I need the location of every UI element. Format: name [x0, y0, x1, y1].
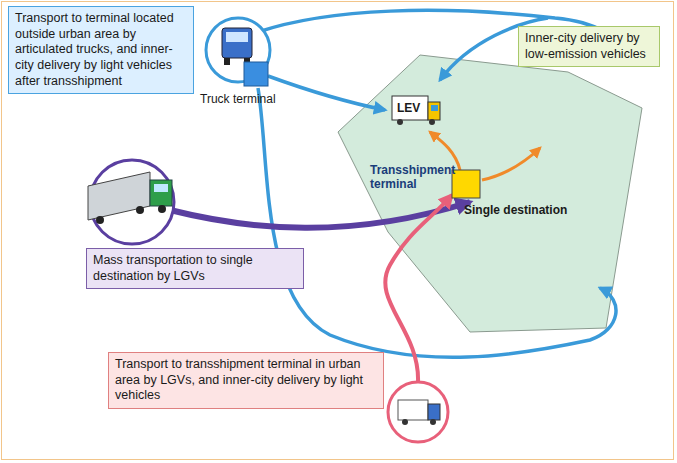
callout-text: Transport to terminal located outside ur… — [15, 11, 187, 89]
map-label: Transshipment terminal — [370, 164, 450, 192]
flow-arrow — [385, 195, 452, 382]
flow-arrow — [258, 88, 616, 357]
truck-icon — [222, 28, 252, 65]
callout-box: Transport to transshipment terminal in u… — [108, 352, 384, 409]
callout-box: Transport to terminal located outside ur… — [8, 6, 194, 94]
urban-area — [338, 55, 642, 332]
callout-circle — [388, 382, 448, 442]
map-label: LEV — [397, 102, 420, 116]
map-label: Truck terminal — [200, 93, 276, 107]
articulated-truck-icon — [88, 172, 172, 224]
callout-text: Transport to transshipment terminal in u… — [115, 357, 377, 404]
flow-arrow — [268, 76, 385, 110]
lev-truck — [392, 96, 440, 125]
callout-text: Mass transportation to single destinatio… — [93, 253, 297, 284]
truck-terminal-square — [244, 62, 268, 86]
callout-box: Mass transportation to single destinatio… — [86, 248, 304, 289]
map-label: Single destination — [464, 204, 567, 218]
callout-text: Inner-city delivery by low-emission vehi… — [525, 31, 653, 62]
callout-box: Inner-city delivery by low-emission vehi… — [518, 26, 660, 67]
terminal-square — [452, 170, 480, 198]
flow-arrow — [482, 148, 540, 180]
van-icon — [398, 400, 440, 425]
